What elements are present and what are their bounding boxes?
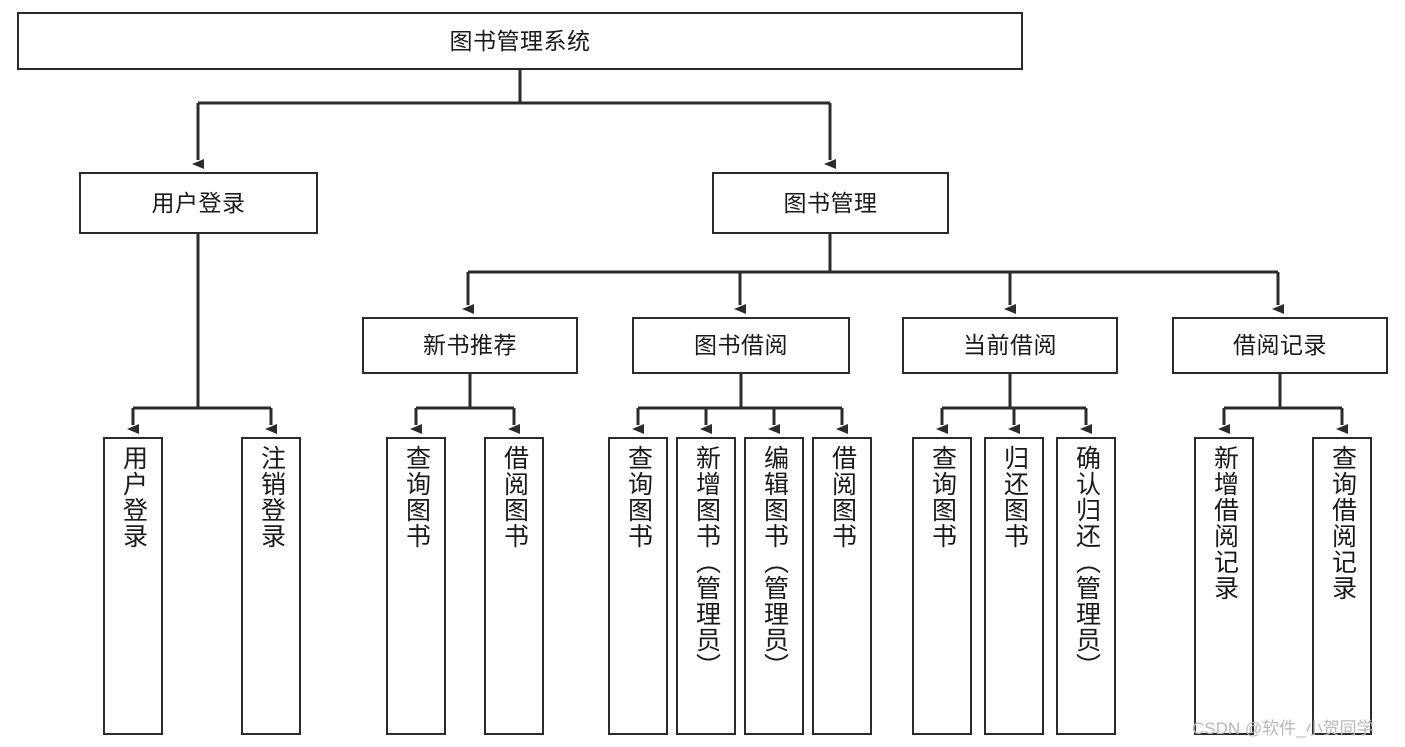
node-label: 当前借阅	[963, 332, 1057, 359]
level2-node-current-borrow: 当前借阅	[902, 317, 1118, 374]
leaf-node-leaf-query-borrow-record: 查询借阅记录	[1312, 437, 1372, 735]
leaf-node-leaf-query-book-cur: 查询图书	[912, 437, 972, 735]
leaf-node-leaf-confirm-return-admin: 确认归还（管理员）	[1056, 437, 1116, 735]
node-label: 查询图书	[624, 445, 653, 549]
leaf-node-leaf-borrow-book: 借阅图书	[812, 437, 872, 735]
node-label: 用户登录	[151, 189, 246, 216]
node-label: 用户登录	[119, 445, 148, 549]
node-label: 新增借阅记录	[1210, 445, 1239, 601]
node-label: 图书借阅	[694, 332, 788, 359]
node-label: 图书管理系统	[449, 27, 591, 54]
node-label: 借阅记录	[1233, 332, 1327, 359]
node-label: 查询图书	[402, 445, 431, 549]
leaf-node-leaf-add-book-admin: 新增图书（管理员）	[676, 437, 736, 735]
leaf-node-leaf-edit-book-admin: 编辑图书（管理员）	[744, 437, 804, 735]
node-label: 新书推荐	[423, 332, 517, 359]
node-label: 归还图书	[1000, 445, 1029, 549]
root-node-root: 图书管理系统	[17, 12, 1023, 70]
node-label: 借阅图书	[828, 445, 857, 549]
node-label: 借阅图书	[500, 445, 529, 549]
node-label: 新增图书（管理员）	[692, 445, 721, 679]
level2-node-borrow-record: 借阅记录	[1172, 317, 1388, 374]
leaf-node-leaf-query-book-borrow: 查询图书	[608, 437, 668, 735]
leaf-node-leaf-borrow-book-rec: 借阅图书	[484, 437, 544, 735]
level1-node-user-login: 用户登录	[79, 172, 318, 234]
level2-node-new-book-recommend: 新书推荐	[362, 317, 578, 374]
node-label: 图书管理	[783, 189, 878, 216]
leaf-node-leaf-return-book: 归还图书	[984, 437, 1044, 735]
csdn-watermark: CSDN @软件_小贺同学	[1192, 719, 1374, 738]
level1-node-book-manage: 图书管理	[712, 172, 949, 234]
node-label: 查询图书	[928, 445, 957, 549]
node-label: 查询借阅记录	[1328, 445, 1357, 601]
node-label: 确认归还（管理员）	[1072, 445, 1101, 679]
leaf-node-leaf-add-borrow-record: 新增借阅记录	[1194, 437, 1254, 735]
leaf-node-leaf-query-book-rec: 查询图书	[386, 437, 446, 735]
node-label: 编辑图书（管理员）	[760, 445, 789, 679]
leaf-node-leaf-user-login: 用户登录	[103, 437, 163, 735]
node-label: 注销登录	[257, 445, 286, 549]
leaf-node-leaf-user-logout: 注销登录	[241, 437, 301, 735]
level2-node-book-borrow: 图书借阅	[632, 317, 850, 374]
